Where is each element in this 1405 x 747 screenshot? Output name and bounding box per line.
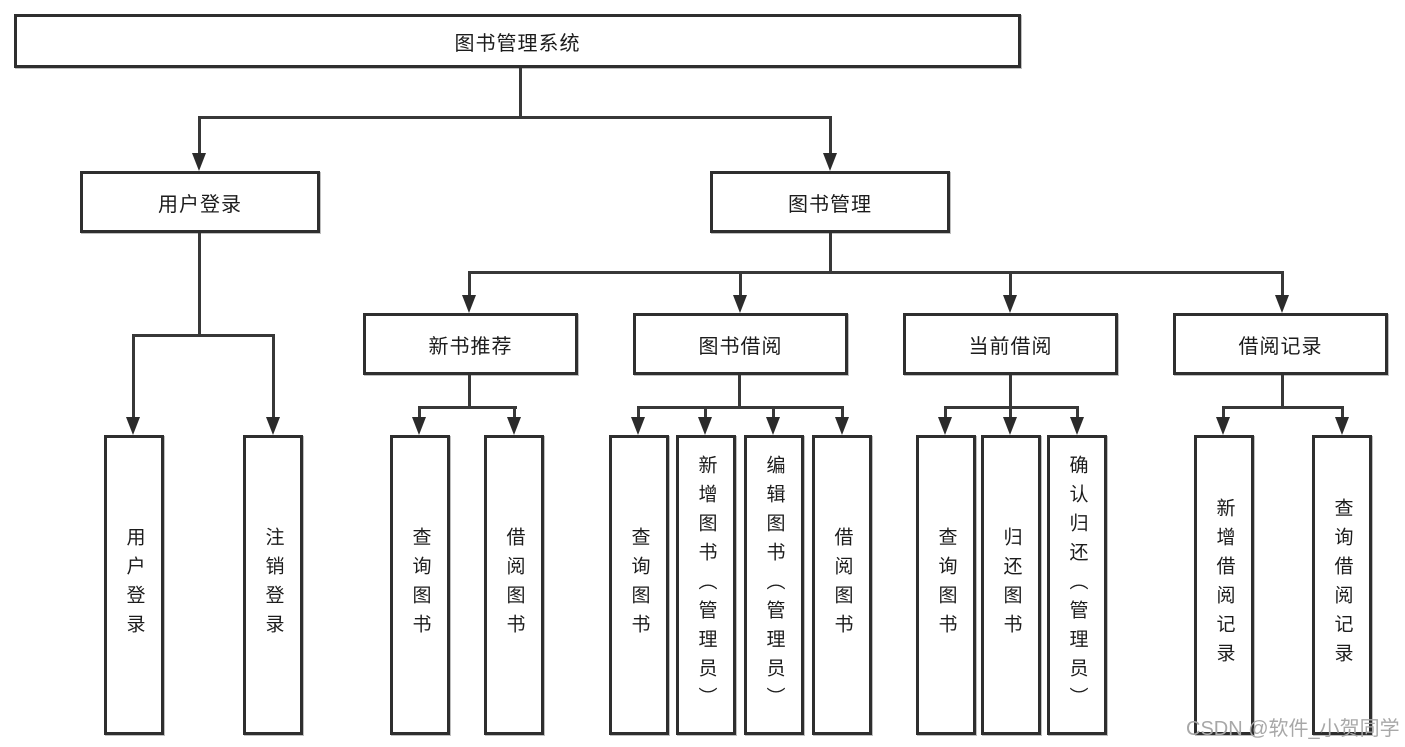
leaf-query-books-current-label: 查询图书 bbox=[935, 527, 957, 643]
arrow-down-icon bbox=[1003, 295, 1017, 313]
arrow-down-icon bbox=[733, 295, 747, 313]
connector-current-borrow-stem bbox=[1009, 375, 1012, 409]
leaf-borrow-books: 借阅图书 bbox=[812, 435, 872, 735]
connector-root-stem bbox=[519, 68, 522, 118]
leaf-add-borrow-record: 新增借阅记录 bbox=[1194, 435, 1254, 735]
node-user-login: 用户登录 bbox=[80, 171, 320, 233]
node-user-login-label: 用户登录 bbox=[158, 193, 242, 216]
arrow-down-icon bbox=[698, 417, 712, 435]
connector-drop bbox=[772, 406, 775, 419]
leaf-add-books-admin-label: 新增图书（管理员） bbox=[695, 454, 717, 716]
connector-drop bbox=[1222, 406, 1225, 419]
connector-drop-current-borrow bbox=[1009, 271, 1012, 297]
leaf-logout-label: 注销登录 bbox=[262, 527, 284, 643]
arrow-down-icon bbox=[126, 417, 140, 435]
connector-drop bbox=[1076, 406, 1079, 419]
node-current-borrow: 当前借阅 bbox=[903, 313, 1118, 375]
connector-drop-borrow-record bbox=[1281, 271, 1284, 297]
connector-drop-book-management bbox=[829, 116, 832, 154]
arrow-down-icon bbox=[462, 295, 476, 313]
node-borrow-record: 借阅记录 bbox=[1173, 313, 1388, 375]
node-borrow-record-label: 借阅记录 bbox=[1238, 335, 1323, 358]
connector-drop bbox=[841, 406, 844, 419]
connector-drop bbox=[704, 406, 707, 419]
leaf-borrow-books-label: 借阅图书 bbox=[831, 527, 853, 643]
leaf-return-books-label: 归还图书 bbox=[1000, 527, 1022, 643]
connector-borrow-record-split bbox=[1222, 406, 1344, 409]
connector-drop-user-login bbox=[198, 116, 201, 154]
arrow-down-icon bbox=[1070, 417, 1084, 435]
arrow-down-icon bbox=[1003, 417, 1017, 435]
connector-root-split bbox=[198, 116, 832, 119]
connector-drop-book-borrow bbox=[739, 271, 742, 297]
connector-new-book-split bbox=[418, 406, 517, 409]
connector-drop-new-book bbox=[468, 271, 471, 297]
connector-drop bbox=[944, 406, 947, 419]
leaf-query-borrow-record-label: 查询借阅记录 bbox=[1331, 498, 1353, 672]
node-book-management: 图书管理 bbox=[710, 171, 950, 233]
node-book-borrow: 图书借阅 bbox=[633, 313, 848, 375]
arrow-down-icon bbox=[766, 417, 780, 435]
connector-drop bbox=[513, 406, 516, 419]
arrow-down-icon bbox=[266, 417, 280, 435]
leaf-confirm-return-admin-label: 确认归还（管理员） bbox=[1066, 454, 1088, 716]
node-new-book-recommend-label: 新书推荐 bbox=[428, 335, 513, 358]
leaf-query-books-recommend: 查询图书 bbox=[390, 435, 450, 735]
arrow-down-icon bbox=[1275, 295, 1289, 313]
leaf-logout: 注销登录 bbox=[243, 435, 303, 735]
connector-drop-leaf-logout bbox=[272, 334, 275, 418]
leaf-query-books-recommend-label: 查询图书 bbox=[409, 527, 431, 643]
leaf-query-borrow-record: 查询借阅记录 bbox=[1312, 435, 1372, 735]
node-root: 图书管理系统 bbox=[14, 14, 1021, 68]
node-book-borrow-label: 图书借阅 bbox=[698, 335, 783, 358]
arrow-down-icon bbox=[412, 417, 426, 435]
connector-borrow-record-stem bbox=[1281, 375, 1284, 409]
connector-book-borrow-split bbox=[637, 406, 844, 409]
connector-book-management-stem bbox=[829, 233, 832, 273]
connector-book-management-split bbox=[468, 271, 1284, 274]
leaf-user-login: 用户登录 bbox=[104, 435, 164, 735]
leaf-confirm-return-admin: 确认归还（管理员） bbox=[1047, 435, 1107, 735]
leaf-query-books-current: 查询图书 bbox=[916, 435, 976, 735]
connector-drop-leaf-login bbox=[132, 334, 135, 418]
connector-drop bbox=[637, 406, 640, 419]
leaf-query-books-borrow: 查询图书 bbox=[609, 435, 669, 735]
connector-drop bbox=[1341, 406, 1344, 419]
arrow-down-icon bbox=[938, 417, 952, 435]
node-book-management-label: 图书管理 bbox=[788, 193, 872, 216]
connector-user-login-stem bbox=[198, 233, 201, 337]
leaf-borrow-books-recommend: 借阅图书 bbox=[484, 435, 544, 735]
leaf-return-books: 归还图书 bbox=[981, 435, 1041, 735]
node-root-label: 图书管理系统 bbox=[454, 32, 581, 55]
arrow-down-icon bbox=[192, 153, 206, 171]
arrow-down-icon bbox=[1335, 417, 1349, 435]
leaf-add-borrow-record-label: 新增借阅记录 bbox=[1213, 498, 1235, 672]
connector-book-borrow-stem bbox=[738, 375, 741, 409]
connector-drop bbox=[418, 406, 421, 419]
arrow-down-icon bbox=[1216, 417, 1230, 435]
leaf-edit-books-admin: 编辑图书（管理员） bbox=[744, 435, 804, 735]
leaf-user-login-label: 用户登录 bbox=[123, 527, 145, 643]
connector-drop bbox=[1009, 406, 1012, 419]
leaf-add-books-admin: 新增图书（管理员） bbox=[676, 435, 736, 735]
arrow-down-icon bbox=[631, 417, 645, 435]
arrow-down-icon bbox=[507, 417, 521, 435]
node-new-book-recommend: 新书推荐 bbox=[363, 313, 578, 375]
leaf-borrow-books-recommend-label: 借阅图书 bbox=[503, 527, 525, 643]
connector-user-login-split bbox=[132, 334, 275, 337]
arrow-down-icon bbox=[835, 417, 849, 435]
csdn-watermark: CSDN @软件_小贺同学 bbox=[1186, 718, 1400, 740]
connector-new-book-stem bbox=[468, 375, 471, 409]
node-current-borrow-label: 当前借阅 bbox=[968, 335, 1053, 358]
leaf-edit-books-admin-label: 编辑图书（管理员） bbox=[763, 454, 785, 716]
leaf-query-books-borrow-label: 查询图书 bbox=[628, 527, 650, 643]
arrow-down-icon bbox=[823, 153, 837, 171]
